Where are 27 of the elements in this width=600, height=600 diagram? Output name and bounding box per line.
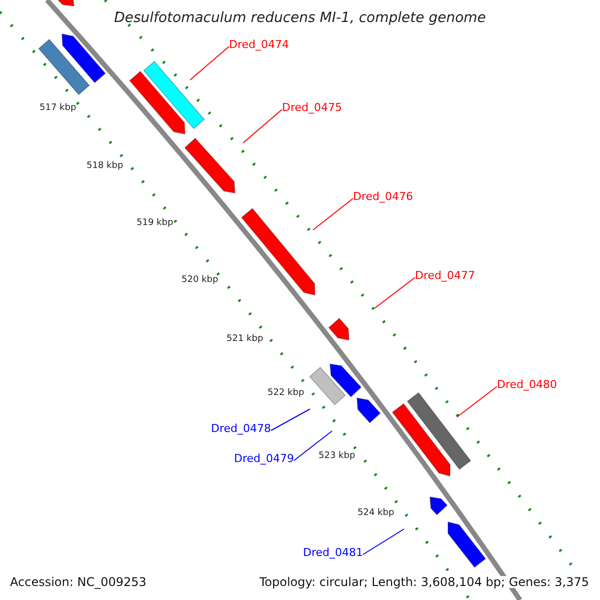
accession-text: Accession: NC_009253	[9, 576, 148, 588]
scale-label: 517 kbp	[40, 104, 76, 113]
leader-line	[374, 277, 416, 308]
gene-label: Dred_0475	[282, 102, 342, 113]
gene-label: Dred_0481	[303, 547, 363, 558]
scale-label: 523 kbp	[318, 452, 356, 461]
leader-line	[294, 430, 332, 461]
leader-line	[242, 109, 282, 144]
title: Desulfotomaculum reducens MI-1, complete genome	[113, 11, 487, 25]
genome-stats-text: Topology: circular; Length: 3,608,104 bp; Genes: 3,375	[258, 576, 590, 588]
gene-label: Dred_0477	[415, 270, 475, 281]
gene-label: Dred_0476	[353, 191, 413, 202]
scale-label: 521 kbp	[226, 335, 264, 344]
leader-line	[362, 528, 404, 555]
scale-label: 518 kbp	[86, 162, 124, 171]
leader-line	[456, 386, 498, 418]
scale-label: 519 kbp	[136, 219, 174, 228]
gene-label: Dred_0479	[234, 453, 294, 464]
scale-label: 522 kbp	[268, 389, 304, 398]
gene-label: Dred_0478	[211, 423, 271, 434]
leader-line	[190, 46, 230, 80]
leader-line	[312, 198, 354, 230]
scale-label: 520 kbp	[182, 276, 218, 285]
gene-label: Dred_0474	[229, 39, 289, 50]
scale-label: 524 kbp	[358, 509, 394, 518]
leader-line	[270, 408, 310, 431]
gene-label: Dred_0480	[497, 379, 557, 390]
